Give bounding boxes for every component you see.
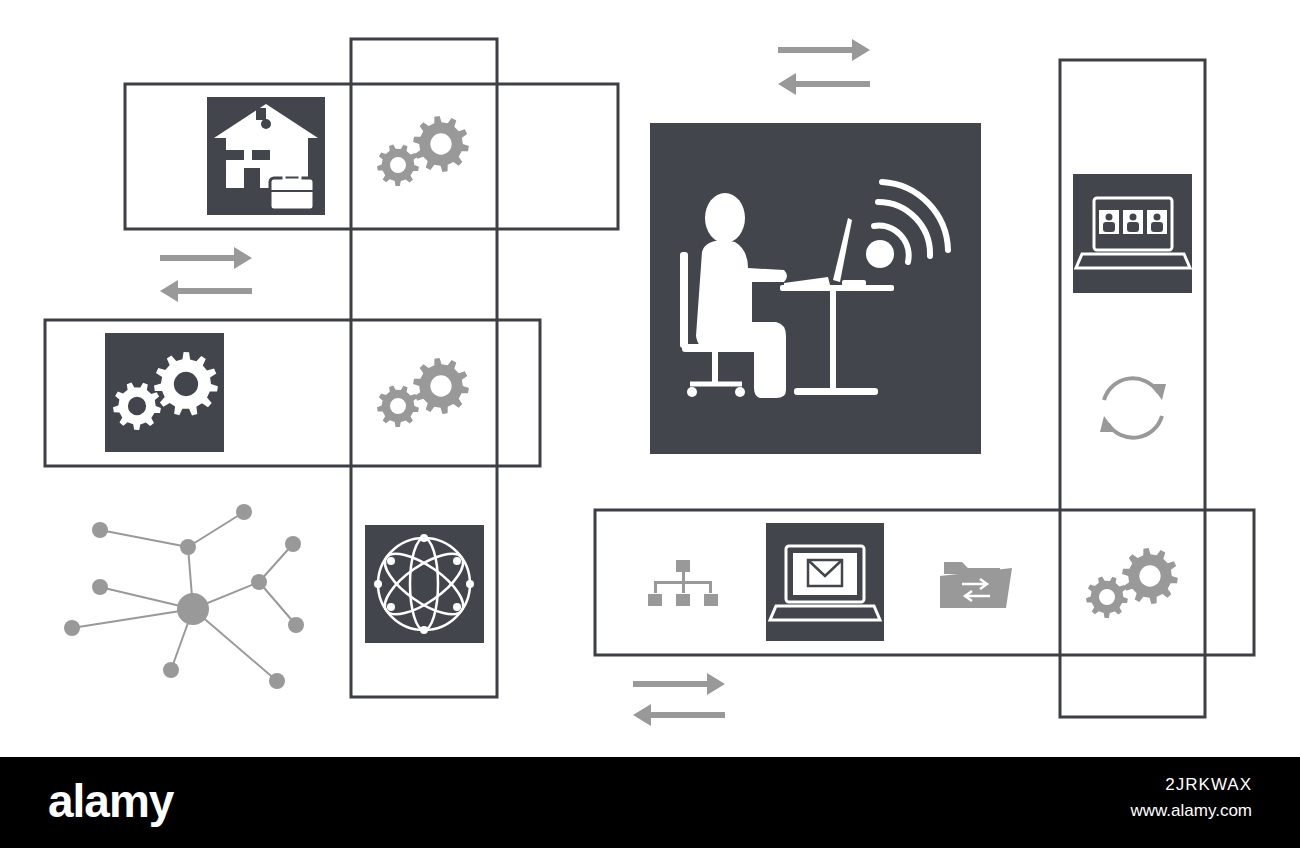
folder-transfer-icon: [940, 562, 1012, 608]
icon-tile: [1073, 174, 1192, 293]
gear-icons: [113, 116, 1178, 618]
watermark-bar: [0, 757, 1300, 848]
gear-symbol: [113, 383, 161, 430]
gear-symbol: [413, 116, 469, 172]
video-call-laptop-icon: [1076, 198, 1190, 268]
arrow-symbol: [778, 39, 870, 61]
icon-tile: [766, 523, 884, 641]
arrow-symbol: [778, 73, 870, 95]
arrow-symbol: [160, 247, 252, 269]
email-laptop-icon: [770, 546, 880, 620]
icon-tile: [207, 97, 325, 215]
net-column: [351, 39, 497, 697]
exchange-arrows: [160, 39, 870, 726]
house-icon: [214, 104, 318, 210]
watermark-id: 2JRKWAX: [1165, 776, 1252, 795]
hero-tile: [650, 123, 981, 454]
watermark-logo: alamy: [48, 776, 173, 827]
icon-tile: [365, 525, 484, 643]
net-column: [1060, 60, 1205, 717]
gear-symbol: [154, 352, 218, 415]
dark-tiles: [105, 97, 1192, 643]
refresh-icon: [1100, 378, 1166, 437]
gear-symbol: [1086, 577, 1128, 618]
arrow-symbol: [160, 280, 252, 302]
gear-symbol: [413, 358, 469, 414]
arrow-symbol: [633, 673, 725, 695]
watermark-url: www.alamy.com: [1130, 802, 1252, 821]
gear-symbol: [377, 145, 419, 186]
network-graph: [64, 504, 304, 689]
gear-symbol: [1122, 548, 1178, 604]
cube-net-outlines: [45, 39, 1254, 717]
remote-worker-icon: [680, 182, 948, 398]
hierarchy-icon: [648, 560, 718, 606]
arrow-symbol: [633, 704, 725, 726]
globe-icon: [374, 534, 474, 634]
icon-tile: [105, 333, 224, 452]
net-row: [125, 84, 618, 229]
gear-symbol: [377, 386, 419, 427]
net-row: [595, 510, 1254, 655]
net-row: [45, 320, 540, 466]
